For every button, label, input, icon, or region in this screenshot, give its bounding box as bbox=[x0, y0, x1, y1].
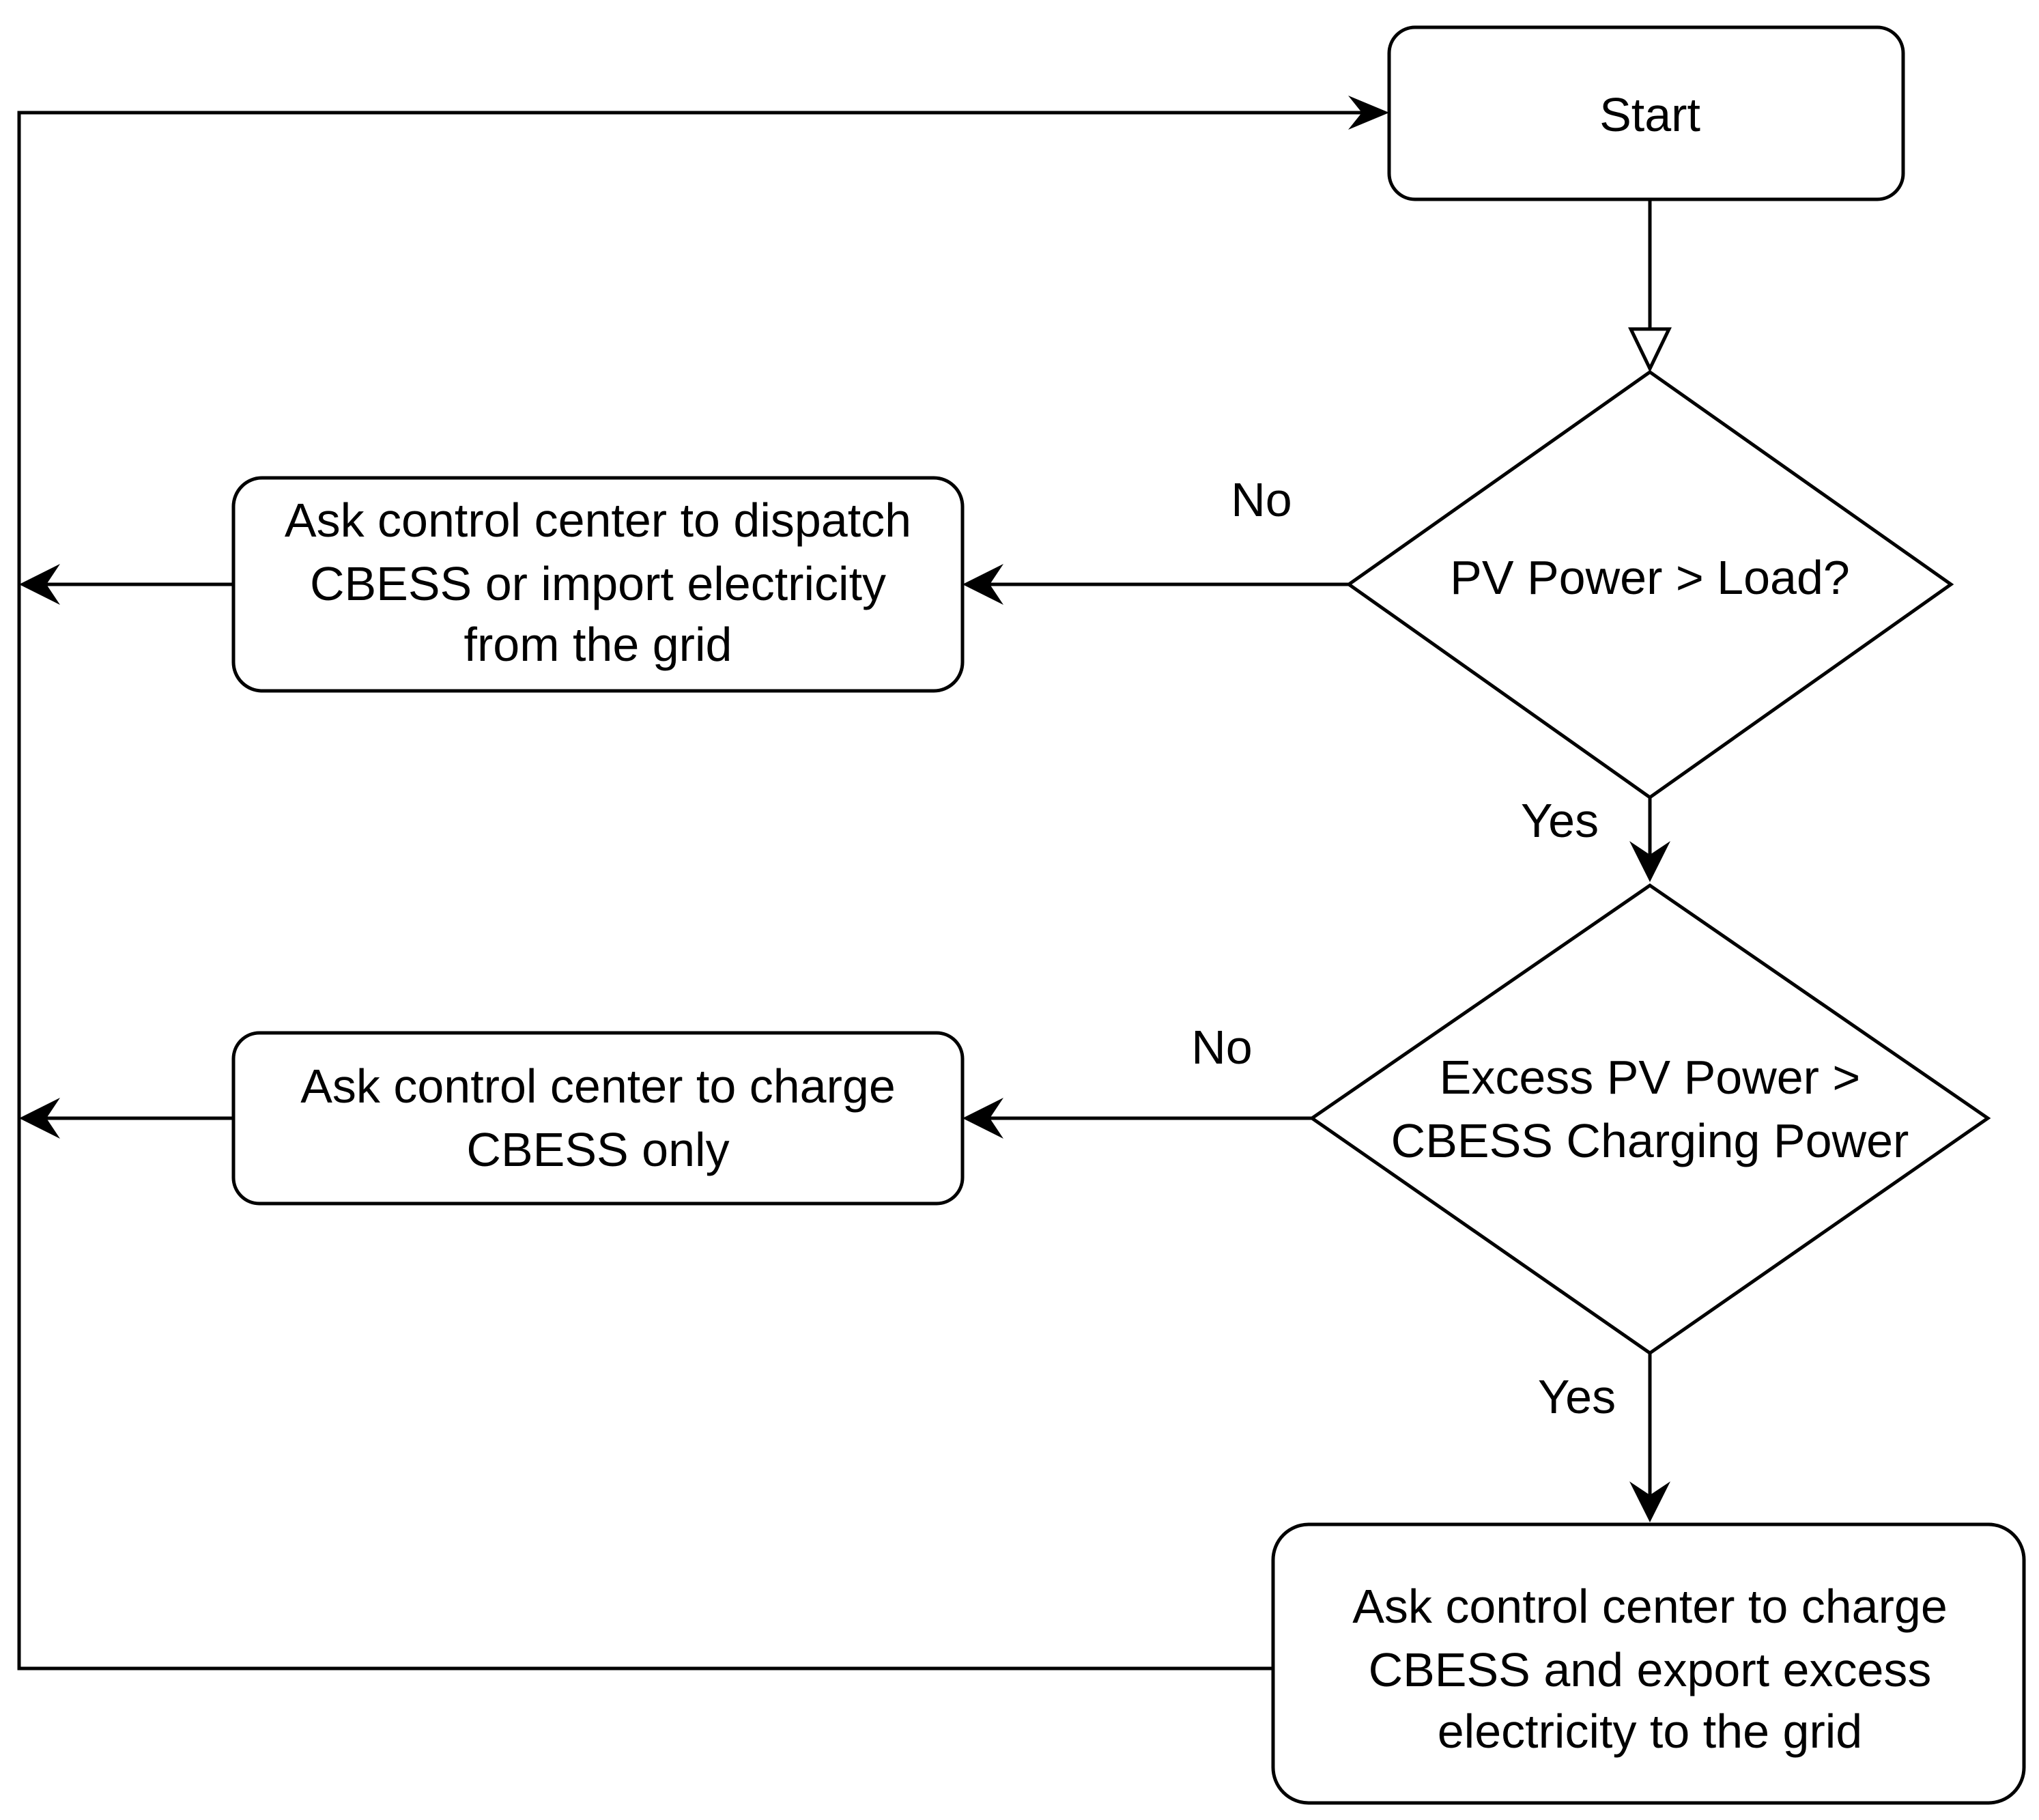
charge-export-box bbox=[1271, 1522, 2026, 1805]
decision1-diamond bbox=[1345, 369, 1954, 800]
dispatch-box-line2: CBESS or import electricity bbox=[310, 557, 886, 610]
arrowhead-box3 bbox=[1629, 1481, 1670, 1522]
charge-only-box bbox=[231, 1031, 965, 1206]
edge-label-yes-1: Yes bbox=[1521, 794, 1599, 847]
arrowhead-decision1-hollow bbox=[1628, 327, 1672, 373]
edge-label-yes-2: Yes bbox=[1538, 1370, 1616, 1423]
decision1-label: PV Power > Load? bbox=[1450, 551, 1850, 604]
charge-export-box-line1: Ask control center to charge bbox=[1352, 1580, 1948, 1633]
charge-export-box-line2: CBESS and export excess bbox=[1369, 1643, 1932, 1696]
edge-label-no-1: No bbox=[1231, 473, 1292, 526]
dispatch-box-line3: from the grid bbox=[464, 618, 732, 671]
charge-only-box-line2: CBESS only bbox=[466, 1123, 729, 1176]
arrowhead-start bbox=[1348, 96, 1389, 130]
dispatch-box-line1: Ask control center to dispatch bbox=[285, 494, 911, 547]
dispatch-box bbox=[231, 476, 965, 693]
start-label: Start bbox=[1599, 88, 1700, 141]
charge-export-box-line3: electricity to the grid bbox=[1438, 1705, 1862, 1758]
start-node bbox=[1387, 25, 1905, 201]
decision2-label-line2: CBESS Charging Power bbox=[1391, 1114, 1909, 1167]
arrowhead-loop2 bbox=[19, 1098, 60, 1139]
decision2-label-line1: Excess PV Power > bbox=[1440, 1051, 1861, 1104]
decision2-diamond bbox=[1309, 883, 1991, 1356]
arrowhead-box1 bbox=[963, 564, 1003, 605]
arrowhead-decision2 bbox=[1629, 841, 1670, 882]
arrowhead-box2 bbox=[963, 1098, 1003, 1139]
charge-only-box-line1: Ask control center to charge bbox=[300, 1060, 896, 1113]
return-loop-connector bbox=[17, 111, 1372, 1670]
edge-label-no-2: No bbox=[1191, 1021, 1252, 1074]
arrowhead-loop1 bbox=[19, 564, 60, 605]
